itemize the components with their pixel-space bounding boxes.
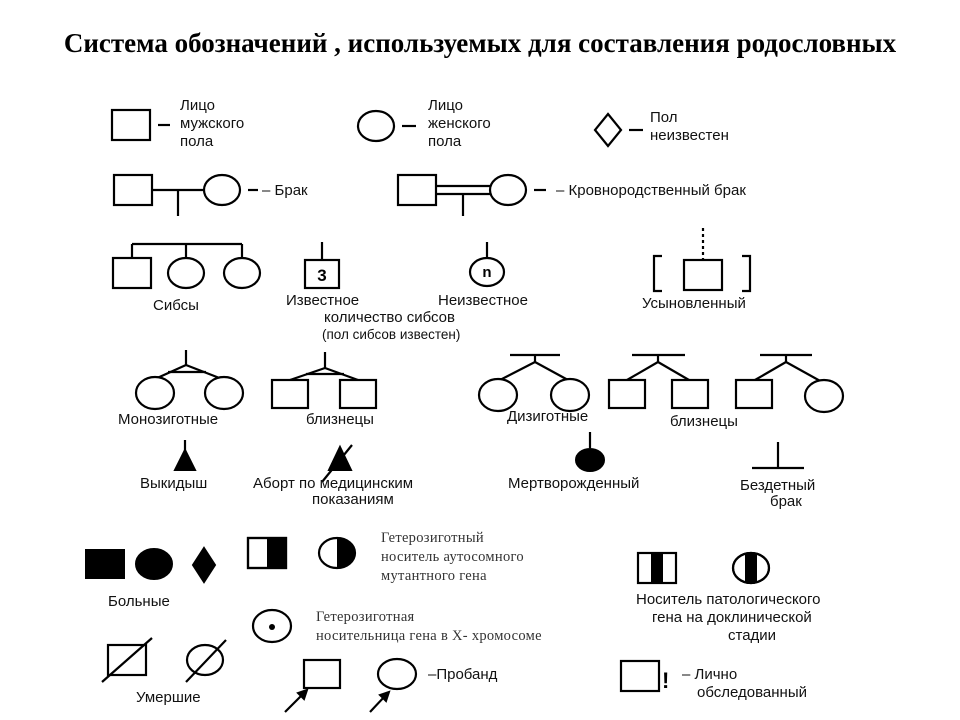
female-symbol (356, 109, 416, 143)
unknown-sibs-label: Неизвестное (438, 292, 528, 309)
dizygotic-twins-female-symbol (477, 353, 591, 413)
known-sibs-label-1: Известное (286, 292, 359, 309)
miscarriage-symbol (173, 440, 197, 471)
preclinical-carrier-symbols (636, 551, 771, 585)
male-label-3: пола (180, 133, 214, 150)
hetero-auto-label-3: мутантного гена (381, 568, 487, 584)
proband-label: –Пробанд (428, 666, 498, 683)
preclinical-label-3: стадии (728, 627, 776, 644)
slide-title: Система обозначений , используемых для с… (63, 28, 897, 58)
affected-symbols (85, 546, 217, 584)
marriage-symbol (112, 173, 258, 216)
female-label-2: женского (428, 115, 491, 132)
twins-mono-label: близнецы (306, 411, 374, 428)
childless-label-2: брак (770, 493, 802, 510)
monozygotic-label: Монозиготные (118, 411, 218, 428)
deceased-label: Умершие (136, 689, 201, 706)
known-sibs-symbol (303, 242, 341, 290)
unknown-sex-symbol (593, 112, 643, 148)
abortion-symbol (321, 444, 353, 483)
stillborn-symbol (575, 432, 605, 472)
adopted-symbol (652, 228, 752, 293)
sibs-label: Сибсы (153, 297, 199, 314)
dizygotic-twins-male-symbol (607, 353, 710, 410)
childless-marriage-symbol (752, 442, 804, 470)
miscarriage-label: Выкидыш (140, 475, 207, 492)
female-label-1: Лицо (428, 97, 463, 114)
twins-di-label: близнецы (670, 413, 738, 430)
marriage-label: – Брак (262, 182, 308, 199)
personally-examined-symbol (619, 659, 661, 693)
hetero-auto-label-2: носитель аутосомного (381, 549, 524, 565)
stillborn-label: Мертворожденный (508, 475, 639, 492)
abortion-label-2: показаниям (312, 491, 394, 508)
examined-label-2: обследованный (697, 684, 807, 701)
known-sibs-number: 3 (317, 266, 326, 285)
male-label-2: мужского (180, 115, 244, 132)
examined-mark: ! (662, 668, 669, 693)
known-sibs-label-3: (пол сибсов известен) (322, 327, 460, 342)
unknown-sibs-symbol (468, 242, 506, 288)
adopted-label: Усыновленный (642, 295, 746, 312)
hetero-auto-label-1: Гетерозиготный (381, 530, 484, 546)
female-label-3: пола (428, 133, 462, 150)
examined-label-1: – Лично (682, 666, 737, 683)
childless-label-1: Бездетный (740, 477, 815, 494)
abortion-label-1: Аборт по медицинским (253, 475, 413, 492)
hetero-x-label-1: Гетерозиготная (316, 609, 415, 625)
proband-symbols (284, 657, 418, 713)
male-label-1: Лицо (180, 97, 215, 114)
consanguineous-label: – Кровнородственный брак (556, 182, 746, 199)
unknown-sex-label-2: неизвестен (650, 127, 729, 144)
sibs-symbol (111, 242, 262, 290)
consanguineous-marriage-symbol (396, 173, 546, 216)
preclinical-label-2: гена на доклинической (652, 609, 812, 626)
monozygotic-twins-symbol (134, 350, 245, 411)
hetero-x-label-2: носительница гена в Х- хромосоме (316, 628, 542, 644)
dizygotic-label: Дизиготные (507, 408, 588, 425)
unknown-sibs-letter: n (482, 264, 491, 281)
affected-label: Больные (108, 593, 170, 610)
preclinical-label-1: Носитель патологического (636, 591, 821, 608)
dizygotic-twins-mixed-symbol (734, 353, 845, 414)
heterozygous-x-carrier-symbol (251, 608, 293, 644)
known-sibs-label-2: количество сибсов (324, 309, 455, 326)
heterozygous-autosomal-symbols (246, 536, 357, 570)
unknown-sex-label-1: Пол (650, 109, 678, 126)
male-symbol (110, 108, 170, 142)
deceased-symbols (101, 637, 227, 683)
monozygotic-twins-male-symbol (270, 352, 378, 410)
